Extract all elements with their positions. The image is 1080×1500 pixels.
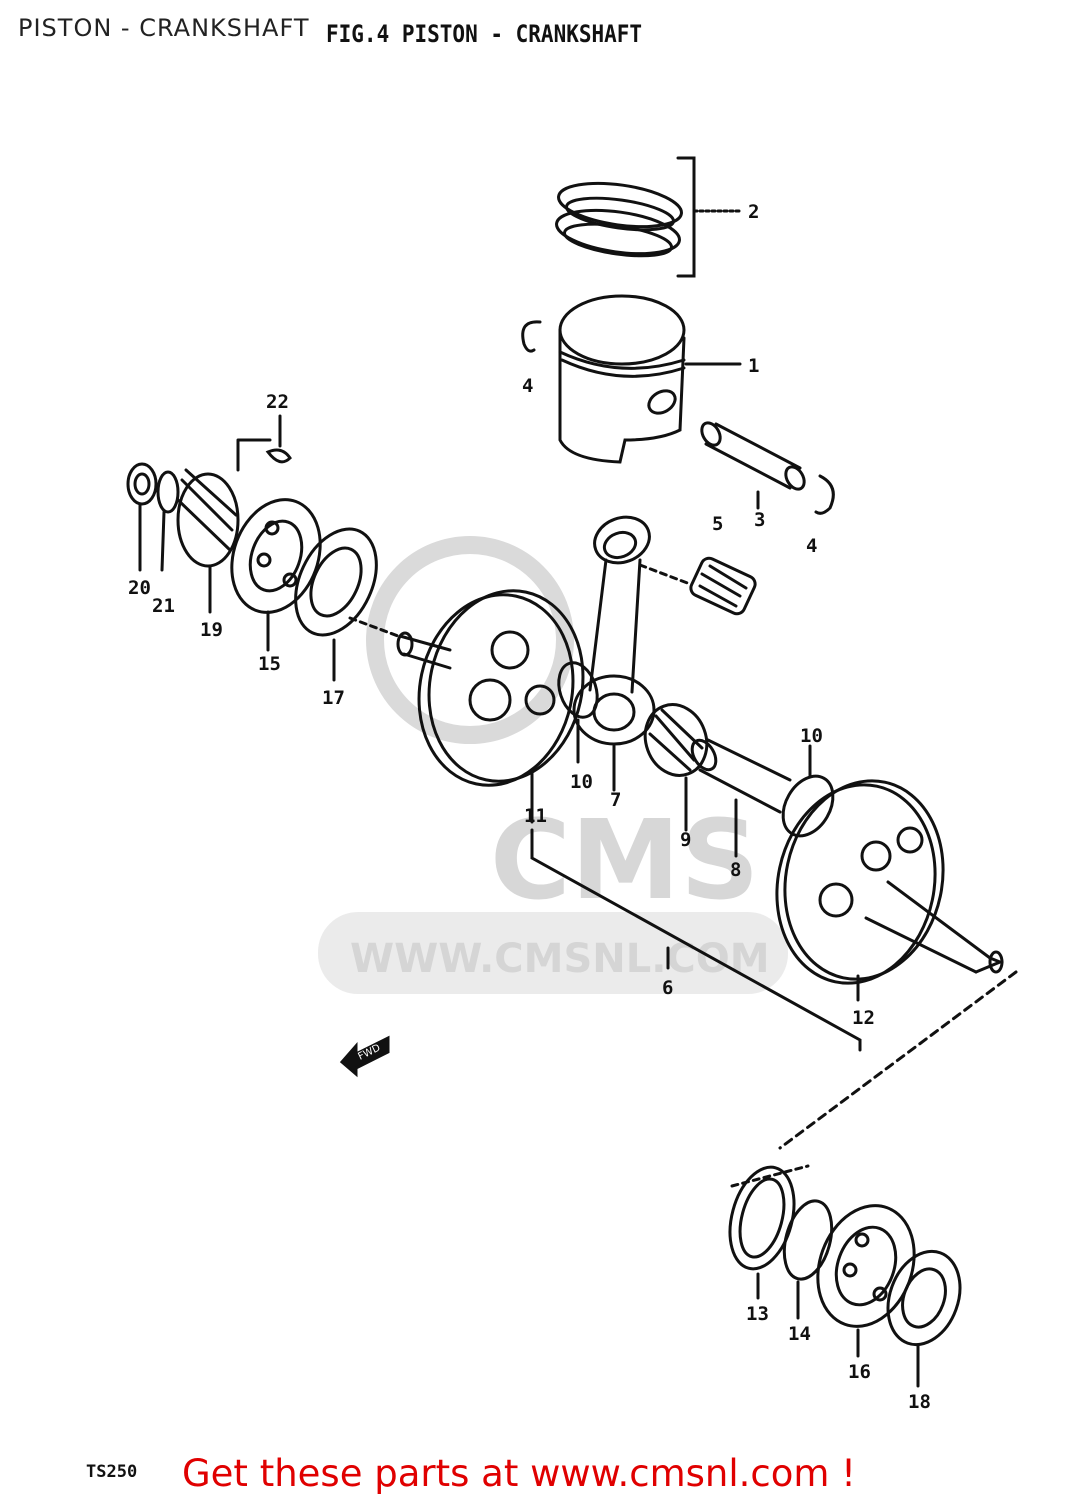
oil-seal-17	[294, 527, 378, 682]
crank-flywheel-left	[348, 589, 585, 824]
callout-16: 16	[848, 1361, 871, 1383]
callout-10: 10	[800, 725, 823, 747]
circlip-right	[814, 474, 835, 515]
callout-13: 13	[746, 1303, 769, 1325]
key-22	[265, 448, 292, 464]
footer-link[interactable]: Get these parts at www.cmsnl.com !	[182, 1452, 857, 1495]
page-title: PISTON - CRANKSHAFT	[18, 14, 310, 42]
callout-9: 9	[680, 829, 691, 851]
callout-12: 12	[852, 1007, 875, 1029]
callout-7: 7	[610, 789, 621, 811]
callout-21: 21	[152, 595, 175, 617]
crank-flywheel-right	[775, 779, 1004, 1002]
thrust-washer-left	[557, 661, 599, 719]
crank-pin	[690, 738, 792, 858]
callout-3: 3	[754, 509, 765, 531]
shim-14	[782, 1199, 834, 1320]
callout-4: 4	[522, 375, 533, 397]
nut-20	[126, 462, 158, 572]
callout-6: 6	[662, 977, 673, 999]
callout-22: 22	[266, 391, 289, 413]
model-code: TS250	[86, 1462, 138, 1482]
callout-5: 5	[712, 513, 723, 535]
callout-19: 19	[200, 619, 223, 641]
callout-8: 8	[730, 859, 741, 881]
callout-17: 17	[322, 687, 345, 709]
oil-seal-18	[886, 1249, 962, 1388]
fwd-arrow	[339, 1035, 390, 1078]
bearing-15	[230, 498, 322, 652]
callout-11: 11	[524, 805, 547, 827]
callout-15: 15	[258, 653, 281, 675]
callout-18: 18	[908, 1391, 931, 1413]
callout-20: 20	[128, 577, 151, 599]
thrust-washer-right	[781, 774, 835, 838]
circlip-left	[521, 320, 542, 353]
callout-1: 1	[748, 355, 759, 377]
cmsnl-watermark: WWW.CMSNL.COM CMS	[318, 536, 788, 994]
callout-14: 14	[788, 1323, 811, 1345]
callout-2: 2	[748, 201, 759, 223]
bearing-16	[816, 1204, 916, 1358]
big-end-bearing	[643, 703, 709, 832]
piston	[558, 294, 742, 464]
connecting-rod	[572, 515, 656, 792]
callout-4: 4	[806, 535, 817, 557]
washer-21	[156, 470, 180, 572]
piston-ring-set	[555, 156, 742, 278]
primary-drive-gear-19	[176, 468, 240, 614]
crankshaft-assembly-bracket	[530, 828, 862, 1052]
figure-caption: FIG.4 PISTON - CRANKSHAFT	[326, 20, 643, 48]
watermark-url: WWW.CMSNL.COM	[350, 936, 770, 982]
small-end-bearing	[638, 556, 757, 616]
piston-pin	[700, 421, 806, 510]
callout-10: 10	[570, 771, 593, 793]
